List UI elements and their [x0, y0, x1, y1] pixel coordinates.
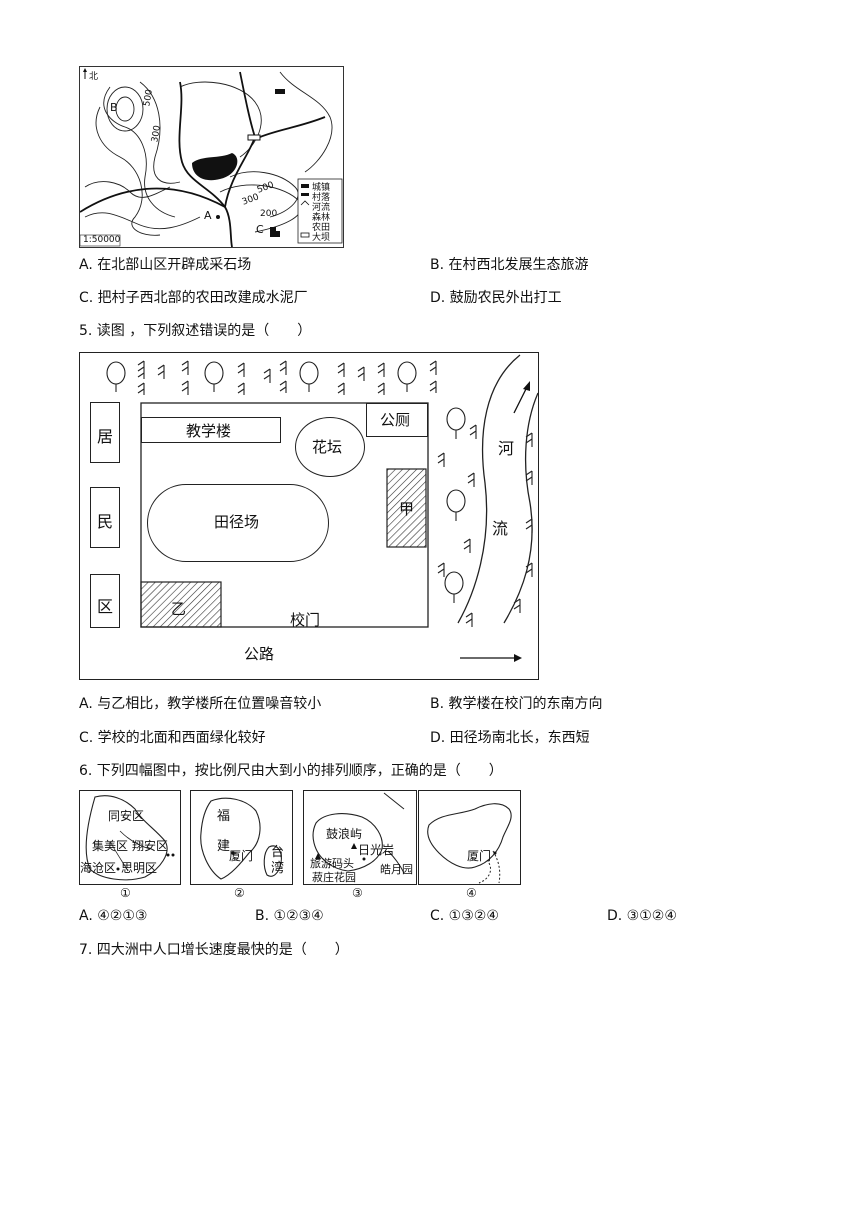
residential-label-1: 居: [97, 427, 114, 446]
legend-town: 城镇: [312, 183, 331, 193]
road-label: 公路: [244, 645, 275, 663]
point-a-label: A: [204, 209, 212, 222]
map2-label-jian: 建: [217, 839, 231, 854]
residential-label-3: 区: [97, 597, 114, 616]
toilet-label: 公厕: [380, 411, 411, 429]
q6-option-b[interactable]: B. ①②③④: [255, 908, 324, 924]
q6-map-1-caption: ①: [120, 886, 131, 900]
q6-map-4-caption: ④: [466, 886, 477, 900]
map2-label-wan: 湾: [271, 861, 285, 876]
jia-label: 甲: [399, 500, 415, 518]
track-field: 田径场: [147, 484, 329, 562]
q6-map-4-drawing: [427, 803, 512, 884]
river-label-2: 流: [492, 519, 509, 538]
q5-option-b[interactable]: B. 教学楼在校门的东南方向: [430, 696, 603, 712]
q6-option-d[interactable]: D. ③①②④: [607, 908, 677, 924]
map1-label-haicang: 海沧区: [80, 861, 117, 875]
scale-label: 1:50000: [83, 235, 121, 245]
north-label: 北: [89, 72, 99, 82]
map3-label-haoyueyuan: 皓月园: [380, 863, 413, 876]
q6-map-3-drawing: [312, 792, 405, 874]
contour-label-5: 200: [260, 209, 278, 219]
map1-label-xiangan: 翔安区: [132, 839, 169, 853]
residential-block-2: [90, 487, 120, 548]
flower-bed: 花坛: [295, 417, 365, 477]
q5-option-a[interactable]: A. 与乙相比，教学楼所在位置噪音较小: [79, 696, 322, 712]
map1-label-tongan: 同安区: [108, 809, 145, 823]
q5-option-c[interactable]: C. 学校的北面和西面绿化较好: [79, 730, 266, 746]
q4-option-d[interactable]: D. 鼓励农民外出打工: [430, 290, 562, 306]
residential-label-2: 民: [97, 512, 114, 531]
q4-option-c[interactable]: C. 把村子西北部的农田改建成水泥厂: [79, 290, 308, 306]
map2-label-xiamen: 厦门: [229, 849, 254, 863]
legend-dam: 大坝: [312, 233, 331, 243]
q6-map-2-caption: ②: [234, 886, 245, 900]
map2-label-fu: 福: [217, 809, 231, 824]
point-c-label: C: [256, 223, 264, 236]
map2-label-tai: 台: [271, 845, 285, 860]
map1-label-jimei: 集美区: [92, 839, 129, 853]
legend-village: 村落: [312, 193, 331, 203]
q6-map-1-drawing: [85, 795, 175, 881]
map1-label-siming: 思明区: [121, 861, 158, 875]
map3-label-gulangyu: 鼓浪屿: [326, 827, 363, 841]
topographic-map-drawing: [80, 68, 343, 247]
q6-map-3-caption: ③: [352, 886, 363, 900]
q6-map-3: 鼓浪屿 日光岩 旅游码头 皓月园 菽庄花园: [303, 790, 417, 885]
q5-option-d[interactable]: D. 田径场南北长，东西短: [430, 730, 590, 746]
residential-block-3: [90, 574, 120, 628]
school-map: 居 民 区 教学楼 花坛 公厕 田径场 甲 乙 校门 公路 河 流: [79, 352, 539, 680]
map4-label-xiamen: 厦门: [467, 849, 492, 863]
q7-stem: 7. 四大洲中人口增长速度最快的是（ ）: [79, 942, 349, 958]
track-field-label: 田径场: [214, 513, 260, 531]
teaching-building: 教学楼: [141, 417, 281, 443]
q4-option-a[interactable]: A. 在北部山区开辟成采石场: [79, 257, 252, 273]
toilet: 公厕: [366, 403, 428, 437]
legend-river: 河流: [312, 203, 331, 213]
q6-stem: 6. 下列四幅图中，按比例尺由大到小的排列顺序，正确的是（ ）: [79, 763, 503, 779]
topographic-map: 北 B A C 500 300 500 300 200 城镇 村落 河流 森林 …: [79, 66, 344, 248]
q6-option-c[interactable]: C. ①③②④: [430, 908, 499, 924]
map3-label-shuzhuang: 菽庄花园: [312, 871, 356, 884]
flower-bed-label: 花坛: [312, 438, 343, 456]
map3-label-matou: 旅游码头: [310, 857, 354, 870]
q6-map-2-drawing: [200, 797, 282, 880]
teaching-building-label: 教学楼: [186, 422, 232, 440]
q6-option-a[interactable]: A. ④②①③: [79, 908, 148, 924]
legend-farmland: 农田: [312, 223, 331, 233]
school-map-drawing: [106, 354, 538, 662]
q5-stem: 5. 读图 ，下列叙述错误的是（ ）: [79, 323, 312, 339]
river-label-1: 河: [498, 439, 515, 458]
point-b-label: B: [110, 101, 118, 114]
q6-map-1: 同安区 集美区 翔安区 海沧区 思明区: [79, 790, 181, 885]
q4-option-b[interactable]: B. 在村西北发展生态旅游: [430, 257, 589, 273]
q6-map-2: 福 建 厦门 台 湾: [190, 790, 293, 885]
residential-block-1: [90, 402, 120, 463]
yi-label: 乙: [171, 600, 187, 618]
map3-label-riguangyan: 日光岩: [358, 843, 395, 857]
legend-forest: 森林: [312, 213, 331, 223]
q6-map-4: 厦门: [418, 790, 521, 885]
school-gate-label: 校门: [290, 611, 321, 629]
